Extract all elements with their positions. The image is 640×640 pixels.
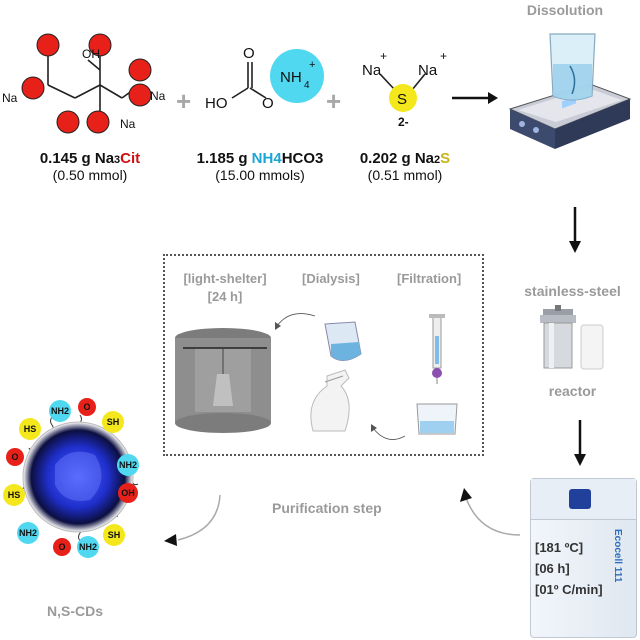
o-double-label: O [243,45,255,62]
svg-text:SH: SH [108,530,121,540]
light-hours-label: [24 h] [207,289,243,304]
na-left-label: Na [2,91,18,105]
svg-text:NH2: NH2 [51,406,69,416]
na1-label: Na [362,62,382,79]
arrow-curve-to-product [164,494,221,546]
svg-text:HS: HS [8,490,21,500]
filtration-label: [Filtration] [397,271,462,286]
ho-label: HO [205,95,228,112]
purification-label: Purification step [272,500,382,516]
svg-text:4: 4 [304,80,310,91]
na-bottom-label: Na [120,117,136,131]
svg-text:+: + [309,59,315,71]
reactor-bottom-label: reactor [548,383,597,399]
svg-text:+: + [440,49,447,63]
oven-incubator: Ecocell 111 [181 ºC] [06 h] [01º C/min] [530,478,637,638]
filtrate-beaker-icon [416,403,458,435]
citrate-oh-label: OH [82,47,100,61]
autoclave-reactor-icon [540,305,604,370]
light-shelter-label: [light-shelter] [183,271,267,286]
reagent-sulfide: 0.202 g Na2S (0.51 mmol) [359,150,451,183]
purification-illustrations [175,313,458,440]
arrow-down-2 [574,420,586,466]
o-minus-label: O [262,95,274,112]
svg-text:+: + [380,49,387,63]
s-label: S [397,91,407,108]
dialysis-label: [Dialysis] [302,271,360,286]
citrate-oxygens [21,33,152,134]
plus-sign-1: + [176,86,191,116]
dialysis-beaker-icon [324,321,362,361]
reagent-citrate: 0.145 g Na3Cit (0.50 mmol) [39,150,141,183]
reagent-structures: OH Na Na Na + HO O O - NH 4 + + Na + Na … [2,33,447,134]
reagent-bicarbonate: 1.185 g NH4HCO3 (15.00 mmols) [196,150,324,183]
na-right-label: Na [150,89,166,103]
bicarbonate-structure [231,62,267,99]
sodium-sulfide-structure [379,73,426,91]
oven-display-icon [569,489,591,509]
oven-temp: [181 ºC] [535,540,584,555]
svg-text:O: O [11,452,18,462]
na2-label: Na [418,62,438,79]
svg-text:NH2: NH2 [79,542,97,552]
dissolution-label: Dissolution [526,2,604,18]
dialysis-bag-icon [310,369,350,432]
arrow-down-1 [569,207,581,253]
nh4-label: NH [280,69,302,86]
carbon-dot-illustration: NH2 O SH NH2 OH SH NH2 O NH2 HS HS O [3,398,139,558]
svg-text:SH: SH [107,417,120,427]
reactor-top-label: stainless-steel [524,283,621,299]
product-label: N,S-CDs [46,603,103,619]
s-charge-label: 2- [398,115,409,129]
svg-text:NH2: NH2 [19,528,37,538]
syringe-filter-icon [429,314,445,384]
ammonium-ion [270,49,324,103]
svg-text:NH2: NH2 [119,460,137,470]
svg-text:O: O [83,402,90,412]
light-shelter-container-icon [175,328,271,433]
svg-text:HS: HS [24,424,37,434]
arrow-right [452,92,498,104]
plus-sign-2: + [326,86,341,116]
oven-time: [06 h] [535,561,570,576]
svg-text:OH: OH [121,488,135,498]
purification-box: [light-shelter] [24 h] [Dialysis] [Filtr… [163,254,484,456]
hotplate-stirrer-icon [508,33,632,149]
arrow-curve-to-purification [460,488,521,536]
svg-text:O: O [58,542,65,552]
oven-rate: [01º C/min] [535,582,603,597]
sulfide-ion [389,84,417,112]
